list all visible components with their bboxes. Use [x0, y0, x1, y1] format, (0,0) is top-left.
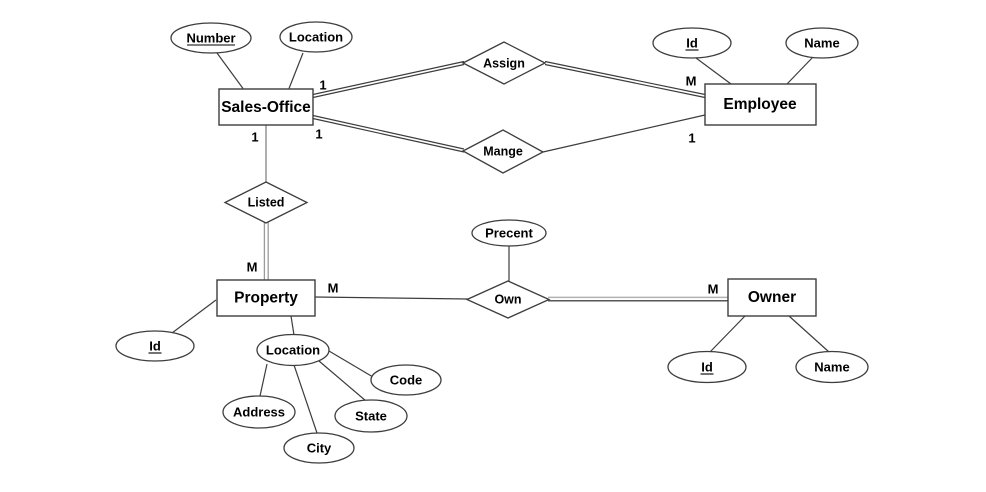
attribute-own-precent: Precent	[471, 219, 547, 247]
attribute-owner-id: Id	[667, 350, 747, 384]
attribute-location-code: Code	[370, 364, 442, 396]
relationship-mange: Mange	[461, 129, 545, 174]
relationship-listed: Listed	[223, 181, 309, 224]
cardinality-salesoffice-mange: 1	[315, 127, 322, 142]
attribute-employee-id-label: Id	[686, 36, 698, 51]
attribute-employee-id: Id	[652, 27, 732, 59]
attribute-property-id-label: Id	[149, 339, 161, 354]
relationship-assign: Assign	[461, 41, 547, 85]
line-property-id	[171, 299, 217, 334]
attribute-employee-name-label: Name	[804, 36, 839, 51]
entity-owner: Owner	[727, 278, 817, 317]
attribute-location-state: State	[334, 399, 408, 433]
relationship-mange-label: Mange	[483, 145, 523, 159]
cardinality-property-own: M	[328, 281, 339, 296]
line-property-location	[290, 315, 295, 336]
connector-layer	[171, 52, 830, 434]
line-location-address	[259, 363, 268, 397]
cardinality-property-listed: M	[247, 260, 258, 275]
attribute-owner-name-label: Name	[814, 360, 849, 375]
line-location-salesoffice	[288, 52, 304, 89]
line-property-own	[314, 296, 469, 300]
line-location-state	[318, 360, 367, 402]
line-name-employee	[786, 56, 814, 85]
attribute-location-label: Location	[289, 30, 343, 45]
line-salesoffice-assign-double	[312, 60, 465, 99]
attribute-owner-id-label: Id	[701, 360, 713, 375]
line-id-employee	[695, 57, 732, 85]
line-owner-id	[709, 315, 746, 353]
line-listed-property-double	[263, 222, 269, 280]
cardinality-salesoffice-listed: 1	[251, 130, 258, 145]
relationship-own: Own	[465, 280, 551, 319]
cardinality-employee-mange: 1	[688, 131, 695, 146]
relationship-assign-label: Assign	[483, 57, 525, 71]
attribute-number-label: Number	[186, 31, 235, 46]
entity-property: Property	[216, 279, 316, 317]
attribute-city-label: City	[307, 441, 332, 456]
relationship-own-label: Own	[494, 293, 521, 307]
entity-owner-label: Owner	[748, 289, 796, 306]
attribute-employee-name: Name	[785, 27, 859, 59]
cardinality-labels: 1 1 1 M 1 M M M	[247, 74, 719, 297]
line-salesoffice-mange-double	[312, 114, 465, 153]
line-location-city	[293, 364, 318, 434]
cardinality-owner-own: M	[708, 282, 719, 297]
attribute-location-city: City	[283, 432, 355, 464]
attribute-owner-name: Name	[795, 350, 869, 384]
cardinality-salesoffice-assign: 1	[319, 78, 326, 93]
line-number-salesoffice	[216, 52, 244, 89]
line-owner-name	[788, 315, 830, 353]
attribute-precent-label: Precent	[485, 226, 533, 241]
attribute-sales-office-number: Number	[170, 22, 252, 54]
attribute-property-location: Location	[256, 333, 330, 367]
attribute-location-address: Address	[222, 395, 296, 429]
entity-sales-office-label: Sales-Office	[221, 99, 311, 116]
relationship-listed-label: Listed	[248, 196, 285, 210]
line-own-owner-double	[548, 296, 728, 302]
line-assign-employee-double	[544, 60, 706, 99]
entity-employee: Employee	[704, 83, 817, 126]
line-location-code	[328, 350, 374, 378]
cardinality-employee-assign: M	[686, 74, 697, 89]
attribute-code-label: Code	[390, 373, 423, 388]
attribute-address-label: Address	[233, 405, 285, 420]
entity-sales-office: Sales-Office	[218, 88, 314, 126]
attribute-state-label: State	[355, 409, 387, 424]
attribute-property-location-label: Location	[266, 343, 320, 358]
entity-employee-label: Employee	[723, 96, 797, 113]
line-mange-employee	[542, 114, 706, 153]
attribute-sales-office-location: Location	[279, 21, 353, 53]
attribute-property-id: Id	[115, 330, 195, 362]
entity-property-label: Property	[234, 290, 298, 307]
